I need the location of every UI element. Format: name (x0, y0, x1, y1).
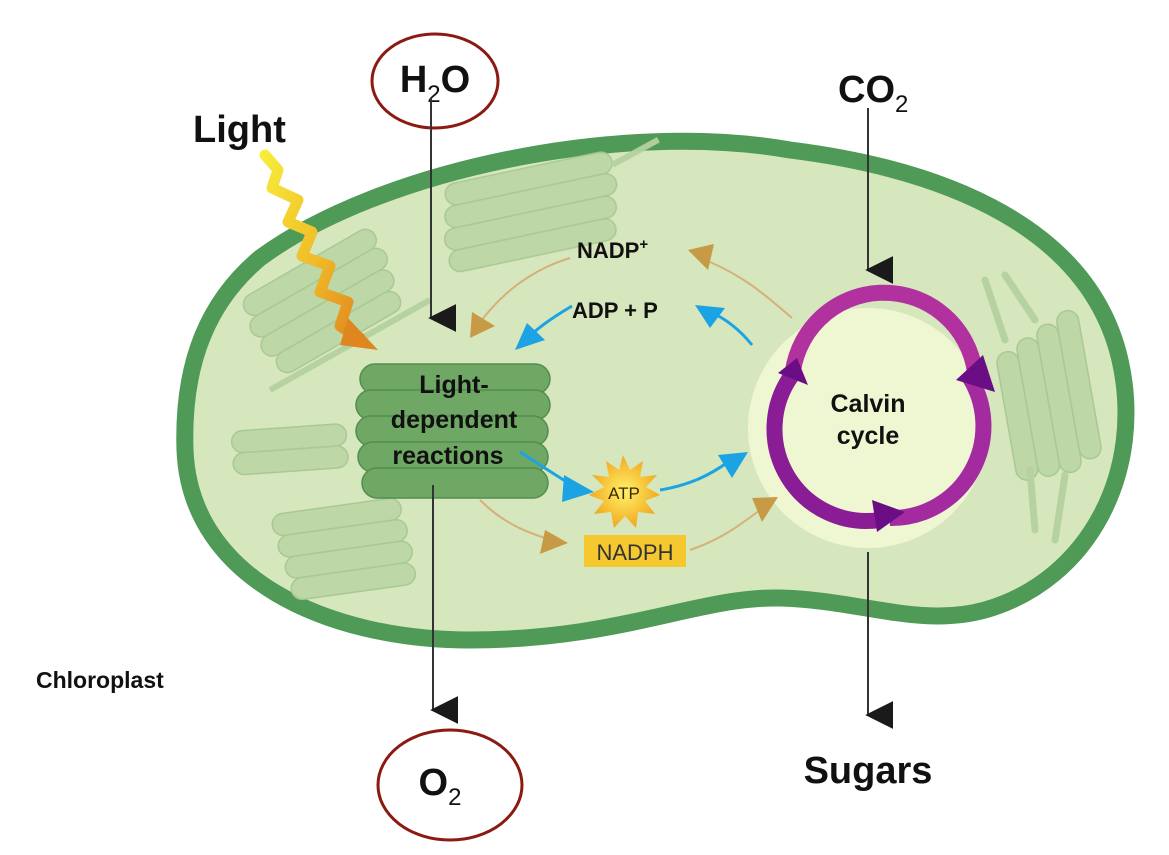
atp-arrowhead-4 (718, 452, 748, 478)
atp-arrowhead-3 (562, 475, 594, 502)
nadp-plus-return-arrow (709, 261, 793, 319)
atp-star: ATP (589, 455, 660, 528)
nadp-arrowhead-2 (470, 312, 495, 338)
calvin-cycle-background (748, 308, 988, 548)
atp-to-calvin-arrow (659, 460, 729, 492)
o2-output: O2 (376, 485, 524, 842)
calvin-arrowhead-2 (872, 500, 905, 532)
h2o-input: H2O (370, 32, 500, 332)
sugars-output: Sugars (804, 552, 933, 792)
calvin-arc-left (766, 370, 882, 529)
calvin-label-line2: cycle (837, 422, 900, 450)
co2-input: CO2 (838, 69, 908, 284)
h2o-highlight-circle (370, 32, 500, 130)
sugars-label: Sugars (804, 750, 933, 792)
light-label: Light (193, 109, 286, 151)
o2-highlight-circle (376, 728, 524, 842)
atp-arrowheads (515, 305, 748, 502)
calvin-label-line1: Calvin (830, 390, 905, 418)
light-ray (259, 149, 378, 350)
atp-star-shape (589, 455, 660, 528)
chloroplast-label: Chloroplast (36, 667, 164, 693)
ldr-label-line3: reactions (392, 442, 503, 470)
o2-label: O2 (419, 762, 462, 811)
atp-arrowhead-1 (695, 305, 725, 328)
ldr-to-nadph-arrow (479, 499, 546, 539)
nadp-to-ldr-arrow (477, 257, 571, 326)
light-dependent-reactions: Light- dependent reactions (355, 363, 551, 499)
ldr-label-line1: Light- (419, 371, 488, 399)
atp-arrowhead-2 (515, 323, 545, 350)
nadp-plus-label: NADP+ (577, 236, 648, 263)
calvin-arrowhead-1 (956, 355, 995, 392)
adp-p-label: ADP + P (572, 298, 658, 323)
nadp-arrowhead-1 (688, 244, 714, 270)
nadp-arrowhead-3 (540, 530, 568, 554)
calvin-arc-right (889, 370, 992, 527)
light-arrowhead (340, 318, 378, 350)
ldr-label-line2: dependent (391, 406, 518, 434)
light-zigzag-icon (259, 149, 366, 344)
nadp-arrowheads (470, 244, 778, 554)
calvin-arc-top (784, 284, 983, 381)
calvin-cycle: Calvin cycle (748, 284, 995, 548)
calvin-arrowhead-3 (778, 358, 808, 385)
co2-label: CO2 (838, 69, 908, 118)
nadph-box: NADPH (584, 535, 686, 567)
nadph-label: NADPH (596, 540, 673, 565)
h2o-label: H2O (400, 59, 470, 108)
nadp-arrowhead-4 (752, 497, 778, 522)
atp-label: ATP (608, 484, 640, 503)
nadp-flows (477, 257, 793, 551)
nadph-to-calvin-arrow (689, 509, 761, 551)
